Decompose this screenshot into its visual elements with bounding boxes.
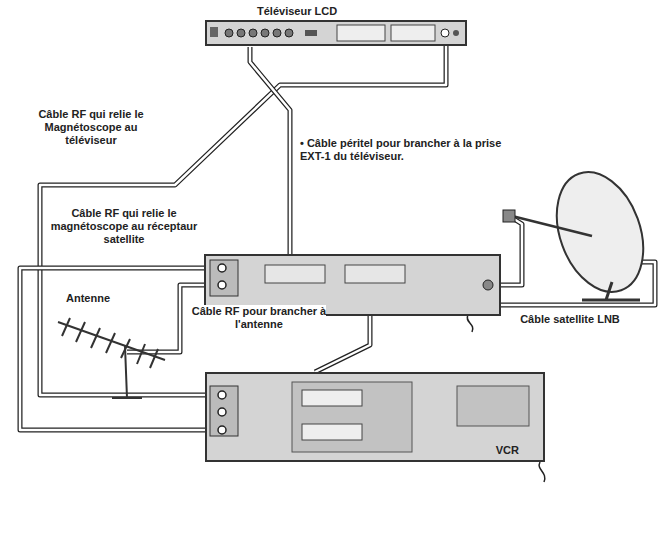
tv-panel	[207, 22, 465, 44]
cable-callout: Câble RF qui relie le magnétoscope au ré…	[48, 207, 200, 246]
cables	[20, 47, 655, 482]
cable-callout: Antenne	[56, 292, 120, 305]
callout-text: Câble RF qui relie le Magnétoscope au té…	[38, 108, 143, 146]
power-cord	[467, 315, 473, 332]
television: Téléviseur LCD	[205, 4, 467, 46]
vcr-box: VCR	[205, 372, 545, 462]
callout-text: Antenne	[66, 292, 110, 304]
cable-callout: Câble satellite LNB	[490, 313, 650, 326]
rf-cable	[20, 268, 212, 430]
scart-cable	[250, 47, 290, 255]
power-cord	[539, 462, 545, 482]
antenna-cable	[127, 285, 212, 352]
antenna-cable	[127, 285, 212, 352]
device-label: VCR	[496, 444, 519, 456]
callout-text: • Câble péritel pour brancher à la prise…	[300, 137, 501, 162]
device-title: Téléviseur LCD	[205, 4, 467, 18]
rf-cable	[20, 268, 212, 430]
rf-cable	[40, 46, 446, 395]
callout-text: Câble satellite LNB	[520, 313, 620, 325]
scart-cable	[315, 315, 370, 372]
cable-callout: • Câble péritel pour brancher à la prise…	[300, 137, 505, 163]
cable-core	[40, 46, 446, 395]
tv-body	[205, 20, 467, 46]
antenna-symbol	[58, 318, 165, 398]
satellite-dish	[503, 160, 659, 304]
cable-callout: Câble RF pour brancher à l'antenne	[190, 305, 328, 331]
callout-text: Câble RF qui relie le magnétoscope au ré…	[51, 207, 198, 245]
cable-callout: Câble RF qui relie le Magnétoscope au té…	[20, 108, 162, 147]
scart-cable	[315, 315, 370, 372]
vcr-panel	[207, 374, 543, 460]
cable-outline	[40, 46, 446, 395]
scart-cable	[250, 47, 290, 255]
callout-text: Câble RF pour brancher à l'antenne	[192, 305, 326, 330]
